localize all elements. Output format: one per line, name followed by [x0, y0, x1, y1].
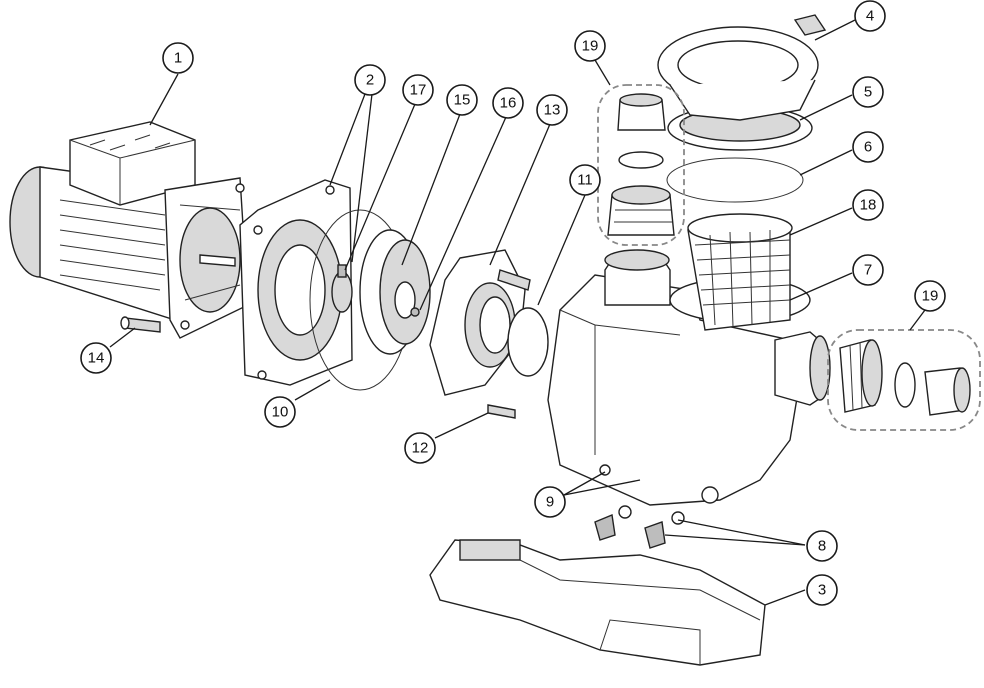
part-seal-17	[331, 264, 353, 313]
svg-text:13: 13	[544, 102, 561, 119]
svg-text:1: 1	[174, 50, 182, 67]
svg-text:15: 15	[454, 92, 471, 109]
part-oring-11	[507, 307, 549, 377]
part-union-19-right	[827, 329, 981, 431]
svg-text:4: 4	[866, 8, 874, 25]
callout-3: 3	[806, 574, 838, 606]
callout-6: 6	[852, 131, 884, 163]
svg-text:8: 8	[818, 538, 826, 555]
svg-text:5: 5	[864, 84, 872, 101]
callout-11: 11	[569, 164, 601, 196]
part-oring-6	[666, 157, 804, 203]
svg-text:18: 18	[860, 197, 877, 214]
part-base-3	[429, 539, 766, 666]
callout-2: 2	[354, 64, 386, 96]
callout-10: 10	[264, 396, 296, 428]
part-diffuser-13	[429, 249, 531, 396]
callout-19-right: 19	[914, 280, 946, 312]
part-motor	[9, 121, 249, 339]
svg-text:11: 11	[577, 172, 593, 189]
part-pin-12	[487, 404, 516, 419]
leader-lines	[109, 19, 926, 606]
svg-text:9: 9	[546, 494, 554, 511]
svg-text:12: 12	[412, 440, 429, 457]
callout-19-left: 19	[574, 30, 606, 62]
part-bolt-14	[120, 316, 161, 333]
callout-15: 15	[446, 84, 478, 116]
svg-text:2: 2	[366, 72, 374, 89]
part-drain-plug-8	[594, 505, 685, 549]
callout-5: 5	[852, 76, 884, 108]
svg-text:14: 14	[88, 350, 105, 367]
part-basket-18	[687, 213, 793, 331]
svg-text:10: 10	[272, 404, 289, 421]
callout-16: 16	[492, 87, 524, 119]
svg-text:16: 16	[500, 95, 517, 112]
svg-text:17: 17	[410, 82, 427, 99]
part-impeller-15	[359, 229, 431, 355]
callout-9: 9	[534, 486, 566, 518]
callout-12: 12	[404, 432, 436, 464]
svg-text:6: 6	[864, 139, 872, 156]
callout-1: 1	[162, 42, 194, 74]
part-seal-plate	[239, 179, 353, 386]
svg-text:7: 7	[864, 262, 872, 279]
svg-text:3: 3	[818, 582, 826, 599]
callout-8: 8	[806, 530, 838, 562]
svg-text:19: 19	[922, 288, 939, 305]
part-lid-ring-4	[657, 14, 827, 121]
callout-13: 13	[536, 94, 568, 126]
part-screw-16	[410, 307, 420, 317]
callout-7: 7	[852, 254, 884, 286]
callout-17: 17	[402, 74, 434, 106]
part-union-19-left	[597, 84, 685, 246]
callout-4: 4	[854, 0, 886, 32]
callout-18: 18	[852, 189, 884, 221]
svg-text:19: 19	[582, 38, 599, 55]
callout-14: 14	[80, 342, 112, 374]
